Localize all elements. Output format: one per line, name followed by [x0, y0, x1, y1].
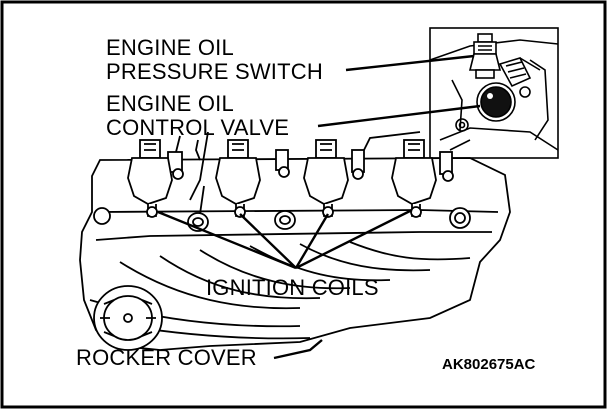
ignition-coil-2	[215, 139, 261, 218]
leader-coil-3	[294, 213, 330, 269]
leader-lines	[157, 54, 481, 360]
leader-coil-1	[157, 210, 297, 270]
leader-coil-4	[295, 208, 413, 270]
leader-rocker-cover	[273, 339, 323, 360]
leader-oil-pressure-switch	[345, 54, 475, 72]
oil-filler-cap	[93, 285, 163, 351]
rocker-cover-label: ROCKER COVER	[76, 345, 257, 370]
ignition-coil-1	[127, 139, 173, 218]
rocker-cover	[79, 131, 511, 351]
pressure-switch-label-line2: PRESSURE SWITCH	[106, 59, 323, 84]
oil-control-valve	[476, 57, 532, 122]
oil-pressure-switch	[468, 33, 502, 79]
ignition-coil-4	[391, 139, 437, 218]
pressure-switch-label-line1: ENGINE OIL	[106, 35, 234, 60]
figure-code: AK802675AC	[442, 356, 536, 373]
control-valve-label-line1: ENGINE OIL	[106, 91, 234, 116]
control-valve-label-line2: CONTROL VALVE	[106, 115, 290, 140]
ignition-coils-label: IGNITION COILS	[206, 275, 379, 300]
leader-oil-control-valve	[317, 104, 481, 128]
leader-coil-2	[239, 213, 297, 269]
